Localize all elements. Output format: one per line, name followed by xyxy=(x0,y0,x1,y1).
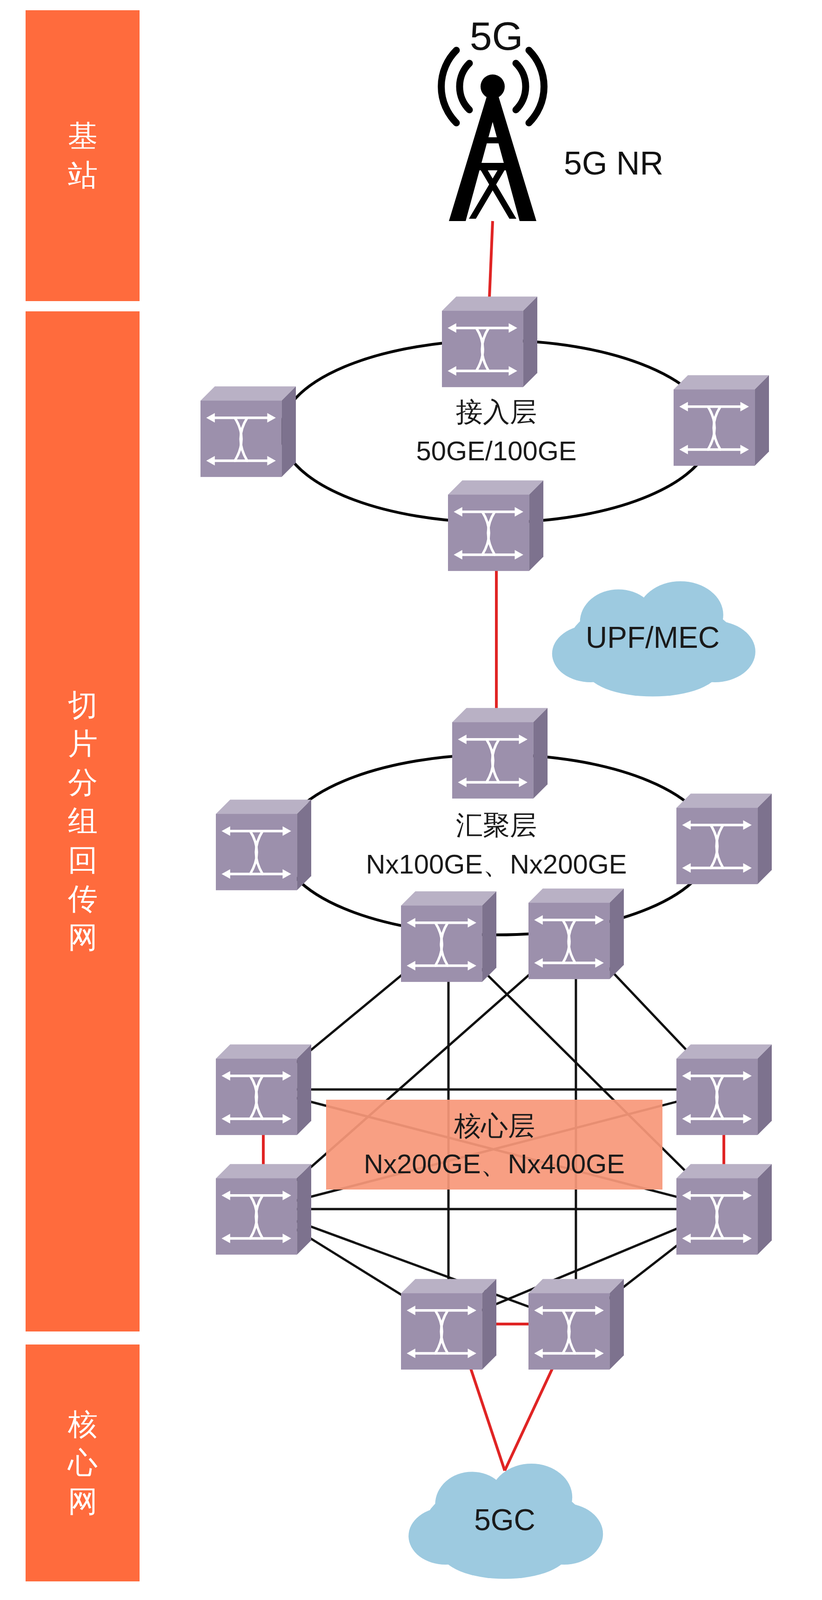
switch-icon xyxy=(200,386,296,477)
switch-icons xyxy=(200,296,772,1370)
mesh-links xyxy=(263,933,724,1324)
switch-icon xyxy=(441,296,538,388)
layer-ring: 汇聚层Nx100GE、Nx200GE xyxy=(279,752,714,936)
switch-icon xyxy=(400,890,497,982)
switch-icon xyxy=(452,707,548,799)
layer-text: Nx100GE、Nx200GE xyxy=(366,844,628,884)
layer-text: Nx200GE、Nx400GE xyxy=(363,1144,625,1183)
cloud-shape: 5GC xyxy=(402,1457,608,1581)
switch-icon xyxy=(215,1043,312,1135)
switch-icon xyxy=(673,374,769,466)
switch-icon xyxy=(215,799,312,890)
layer-box: 核心层Nx200GE、Nx400GE xyxy=(326,1099,663,1189)
tower-symbol xyxy=(448,74,537,221)
switch-icon xyxy=(528,1278,624,1370)
band-title: 切片分组回传网 xyxy=(67,685,98,957)
band-title: 核心网 xyxy=(67,1404,98,1521)
link-line xyxy=(496,523,497,753)
switch-icon xyxy=(400,1278,497,1370)
layer-title: 接入层 xyxy=(455,392,537,432)
band-title: 基站 xyxy=(67,116,98,194)
section-band: 基站 xyxy=(25,10,140,301)
layer-text: 50GE/100GE xyxy=(416,431,577,471)
radio-label: 5G NR xyxy=(563,144,664,182)
network-label: 5G xyxy=(469,13,524,60)
layer-text: UPF/MEC xyxy=(585,620,720,655)
layer-text: 5GC xyxy=(474,1502,536,1537)
switch-icon xyxy=(676,1163,772,1255)
layer-ring: 接入层50GE/100GE xyxy=(279,338,714,524)
red-links xyxy=(263,220,724,1471)
switch-icon xyxy=(676,1043,772,1135)
ring-outline xyxy=(279,752,714,936)
layer-title: 汇聚层 xyxy=(455,805,537,845)
cloud-shape: UPF/MEC xyxy=(545,575,760,699)
section-band: 核心网 xyxy=(25,1343,140,1581)
switch-icon xyxy=(215,1163,312,1255)
section-band: 切片分组回传网 xyxy=(25,311,140,1331)
ring-outline xyxy=(279,338,714,524)
switch-icon xyxy=(528,888,624,979)
layer-title: 核心层 xyxy=(454,1106,535,1144)
switch-icon xyxy=(447,480,544,571)
switch-icon xyxy=(676,793,772,884)
